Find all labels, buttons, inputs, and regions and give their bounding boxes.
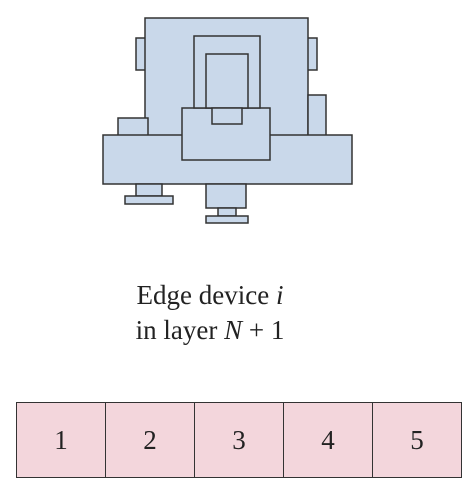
slot-4: 4 [284, 403, 373, 477]
device-bracket-notch [211, 107, 243, 125]
caption-line-2: in layer N + 1 [0, 317, 420, 344]
caption-line-1: Edge device i [0, 282, 420, 309]
device-top-bracket-inner [205, 53, 249, 109]
caption-line-1-text: Edge device [136, 280, 276, 310]
device-right-foot-top [205, 183, 247, 209]
slot-5: 5 [410, 424, 424, 455]
caption-line-2-suffix: + 1 [242, 315, 285, 345]
slot-3: 3 [195, 403, 284, 477]
caption-device-index: i [275, 280, 284, 310]
device-right-foot [205, 215, 249, 224]
slot-2: 2 [106, 403, 195, 477]
caption-layer-variable: N [224, 315, 243, 345]
device-left-block [117, 117, 149, 137]
caption-line-2-text: in layer [135, 315, 225, 345]
device-right-foot-post [217, 207, 237, 217]
device-right-pillar [307, 94, 327, 137]
device-left-foot-post [135, 183, 163, 197]
slot-1: 1 [17, 403, 106, 477]
device-left-foot [124, 195, 174, 205]
slot-row: 1 2 3 4 5 [16, 402, 462, 478]
edge-device-illustration [102, 17, 353, 224]
